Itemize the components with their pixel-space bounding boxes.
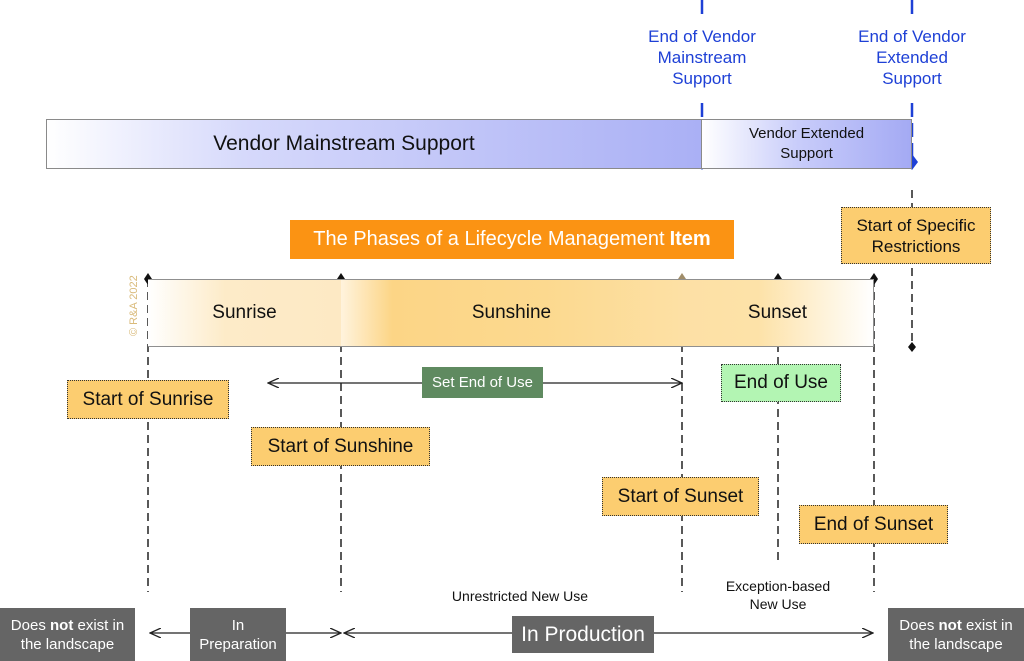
specific-restrictions-diamond xyxy=(908,342,916,352)
vendor-mainstream-support-bar: Vendor Mainstream Support xyxy=(46,119,702,169)
text-part: exist in xyxy=(77,616,125,634)
start-of-sunset-marker: Start of Sunset xyxy=(602,477,759,516)
copyright-text: © R&A 2022 xyxy=(128,275,140,336)
end-of-sunset-marker: End of Sunset xyxy=(799,505,948,544)
label-line: Support xyxy=(882,69,942,88)
text-bold: not xyxy=(938,616,962,634)
label-line: End of Vendor xyxy=(648,27,756,46)
in-preparation-state: In Preparation xyxy=(190,608,286,661)
start-of-sunshine-marker: Start of Sunshine xyxy=(251,427,430,466)
exception-based-new-use-label: Exception-based New Use xyxy=(698,577,858,613)
marker-label: Start of Sunset xyxy=(617,485,744,507)
not-exist-left-state: Does not exist in the landscape xyxy=(0,608,135,661)
label-line: Exception-based xyxy=(725,578,831,594)
phase-label: Sunshine xyxy=(471,302,552,323)
label-line: Support xyxy=(672,69,732,88)
bar-label-line: Vendor Extended xyxy=(748,125,865,142)
text-bold: not xyxy=(50,616,74,634)
not-exist-right-state: Does not exist in the landscape xyxy=(888,608,1024,661)
marker-label: End of Use xyxy=(734,372,828,393)
label-line: the landscape xyxy=(909,635,1003,653)
title-text: The Phases of a Lifecycle Management xyxy=(313,228,665,250)
set-end-of-use-label: Set End of Use xyxy=(422,367,543,398)
phase-sunshine: Sunshine xyxy=(341,279,682,347)
marker-label: End of Sunset xyxy=(813,513,934,535)
text-part: Does xyxy=(899,616,935,634)
diagram-title: The Phases of a Lifecycle Management Ite… xyxy=(290,220,734,259)
label-line: Mainstream xyxy=(657,48,747,67)
end-of-use-marker: End of Use xyxy=(721,364,841,402)
text-part: Does xyxy=(10,616,46,634)
text-part: exist in xyxy=(966,616,1013,634)
vendor-extended-support-bar: Vendor Extended Support xyxy=(702,119,912,169)
end-mainstream-support-label: End of Vendor Mainstream Support xyxy=(630,26,774,89)
marker-label: Start of Sunrise xyxy=(82,388,214,410)
bar-label: Vendor Mainstream Support xyxy=(213,132,475,155)
phase-sunset: Sunset xyxy=(682,279,874,347)
label-line: In xyxy=(231,616,245,634)
label-text: Set End of Use xyxy=(432,374,533,391)
label-line: Start of Specific xyxy=(856,215,976,235)
label-line: End of Vendor xyxy=(858,27,966,46)
label-line: Restrictions xyxy=(871,236,961,256)
marker-label: Start of Sunshine xyxy=(267,435,414,457)
phase-sunrise: Sunrise xyxy=(148,279,341,347)
title-bold: Item xyxy=(669,228,711,250)
label-line: Extended xyxy=(876,48,948,67)
phase-label: Sunset xyxy=(747,302,808,323)
label-line: Preparation xyxy=(199,635,277,653)
start-of-sunrise-marker: Start of Sunrise xyxy=(67,380,229,419)
label-line: New Use xyxy=(749,596,807,612)
label-line: the landscape xyxy=(20,635,115,653)
end-extended-support-label: End of Vendor Extended Support xyxy=(840,26,984,89)
start-of-specific-restrictions-marker: Start of Specific Restrictions xyxy=(841,207,991,264)
in-production-state: In Production xyxy=(512,616,654,653)
bar-label-line: Support xyxy=(780,145,833,162)
phase-label: Sunrise xyxy=(212,302,277,323)
unrestricted-new-use-label: Unrestricted New Use xyxy=(451,588,589,604)
label-text: In Production xyxy=(521,623,645,646)
